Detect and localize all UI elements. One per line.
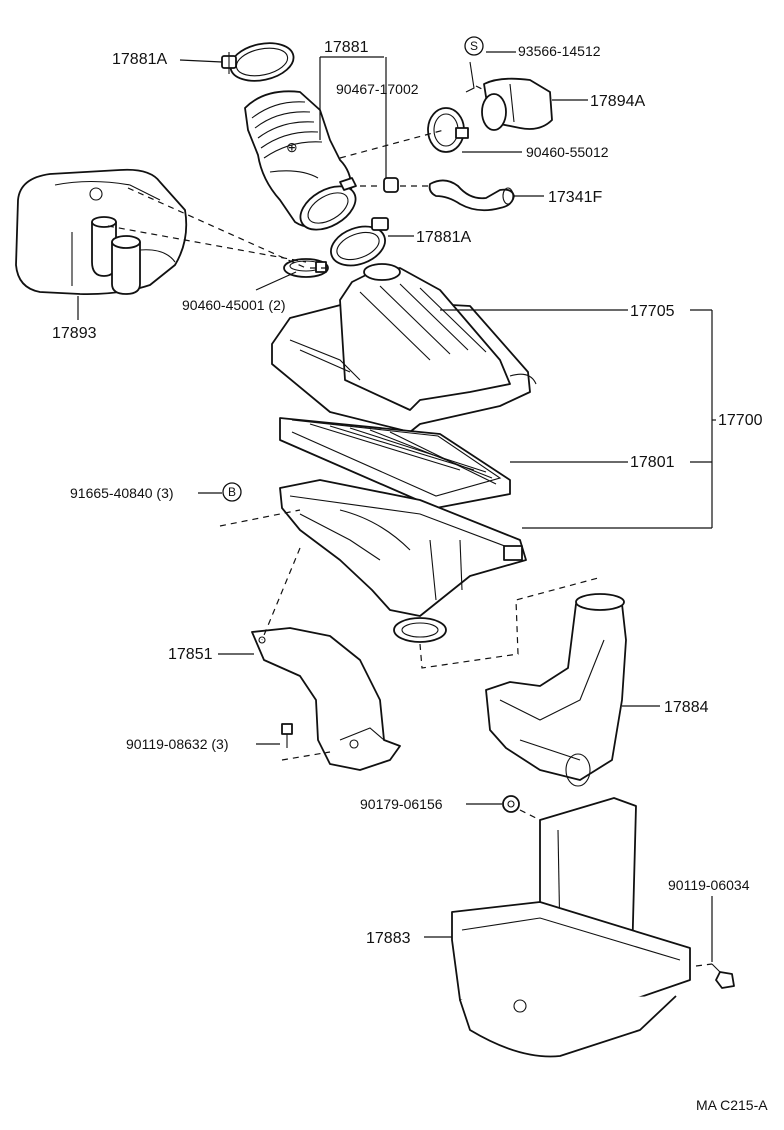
dashed-assembly-lines: [107, 85, 713, 967]
air-cleaner-cap-17705-drawing: [271, 263, 537, 433]
label-17894a: 17894A: [590, 93, 645, 110]
bolt-90119-08632-drawing: [281, 723, 293, 748]
label-90467-17002: 90467-17002: [336, 81, 419, 97]
clamp-17881a-mid-drawing: [330, 217, 389, 267]
resonator-17893-drawing: [15, 168, 188, 295]
label-91665-40840: 91665-40840 (3): [70, 485, 174, 501]
label-17881: 17881: [324, 39, 369, 56]
box-17883-drawing: [451, 797, 691, 1058]
diagram-code: MA C215-A: [696, 1097, 768, 1113]
label-17893: 17893: [52, 325, 97, 342]
leader-lines: [77, 51, 716, 962]
grommet-90467-17002-drawing: [383, 177, 399, 193]
bracket-17851-drawing: [251, 627, 401, 771]
label-17801: 17801: [630, 454, 675, 471]
label-90119-08632: 90119-08632 (3): [126, 736, 228, 752]
label-93566-14512: 93566-14512: [518, 43, 601, 59]
label-17883: 17883: [366, 930, 411, 947]
label-17881a-mid: 17881A: [416, 229, 471, 246]
symbol-s-letter: S: [470, 39, 478, 53]
bolt-90119-06034-drawing: [711, 963, 735, 989]
label-17700: 17700: [718, 412, 763, 429]
label-17341f: 17341F: [548, 189, 602, 206]
label-17705: 17705: [630, 303, 675, 320]
hose-17341f-drawing: [428, 179, 515, 212]
clamp-90460-55012-drawing: [427, 107, 469, 153]
label-17851: 17851: [168, 646, 213, 663]
label-90460-45001: 90460-45001 (2): [182, 297, 286, 313]
symbol-b: B: [222, 482, 242, 502]
filter-element-17801-drawing: [279, 417, 511, 509]
intake-duct-17884-drawing: [485, 593, 627, 787]
label-17881a-top: 17881A: [112, 51, 167, 68]
label-90119-06034: 90119-06034: [668, 877, 750, 893]
symbol-b-letter: B: [228, 485, 236, 499]
symbol-s: S: [464, 36, 484, 56]
label-90460-55012: 90460-55012: [526, 144, 609, 160]
label-90179-06156: 90179-06156: [360, 796, 443, 812]
clamp-17881a-top-drawing: [221, 42, 295, 82]
air-cleaner-case-drawing: [279, 479, 527, 643]
sensor-17894a-drawing: [465, 61, 553, 131]
label-17884: 17884: [664, 699, 709, 716]
nut-90179-06156-drawing: [502, 795, 520, 813]
svg-text:⊕: ⊕: [286, 139, 298, 155]
intake-hose-17881-drawing: ⊕: [244, 90, 357, 231]
